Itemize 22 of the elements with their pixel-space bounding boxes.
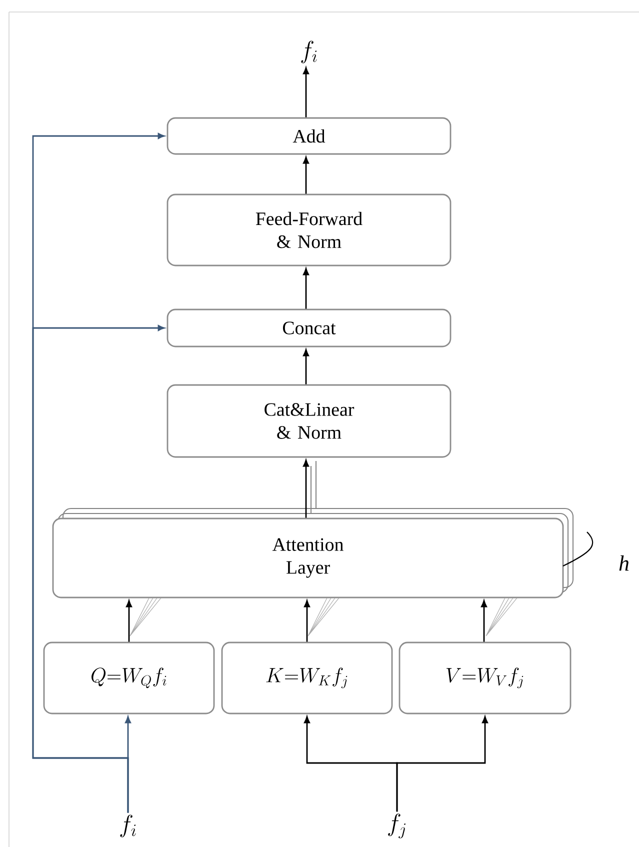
layer-box: Attention Layer	[52, 518, 564, 598]
arrow	[303, 460, 309, 518]
process-box: Feed-Forward & Norm	[166, 194, 452, 266]
variable-label: $f_j$	[388, 814, 406, 838]
arrow	[303, 156, 309, 194]
formula-box: $Q{=}W_Q f_i$	[43, 642, 215, 714]
variable-label: $f_i$	[120, 814, 136, 838]
formula-box: $K{=}W_K f_j$	[221, 642, 393, 714]
arrow	[304, 600, 310, 642]
arrow	[396, 716, 488, 812]
process-box: Cat&Linear & Norm	[166, 384, 452, 458]
formula-box: $V{=}W_V f_j$	[398, 642, 572, 714]
arrow	[303, 268, 309, 309]
arrow	[481, 600, 487, 642]
arrow	[126, 600, 132, 642]
arrow	[32, 133, 165, 813]
variable-label: $f_i$	[301, 40, 317, 64]
process-box: Add	[166, 117, 452, 155]
arrow	[303, 67, 309, 118]
arrow	[303, 349, 309, 384]
process-box: Concat	[166, 308, 452, 348]
stack-count-label: h	[619, 555, 629, 571]
